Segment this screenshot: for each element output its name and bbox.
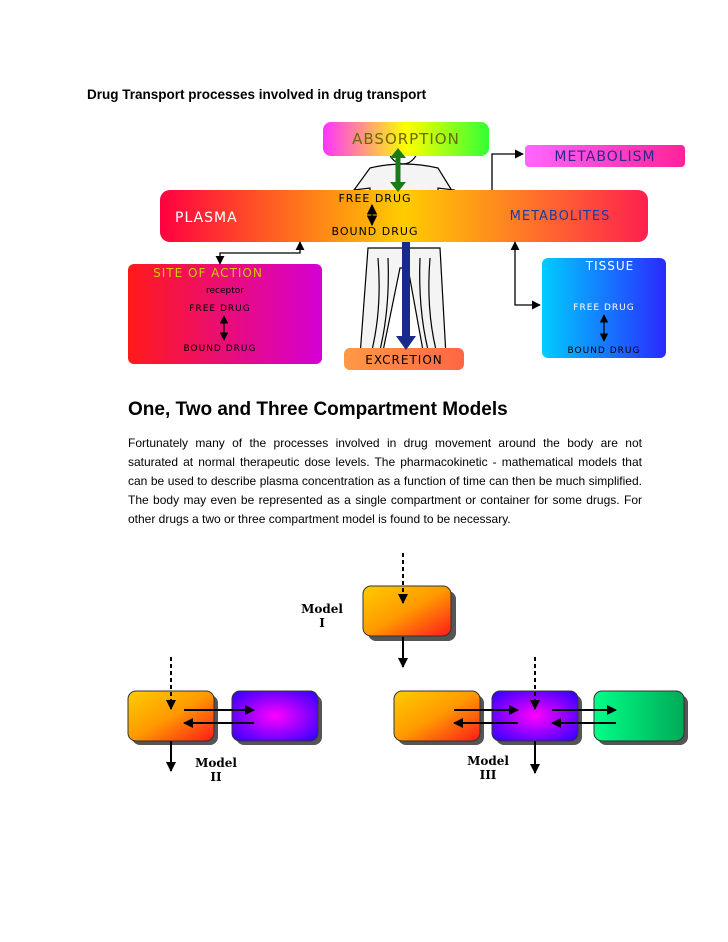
model-1-label-line1: Model bbox=[301, 602, 343, 616]
compartment-models-diagram: Model I Model II Model III bbox=[127, 553, 688, 784]
drug-transport-diagram: ABSORPTION METABOLISM PLASMA METABOLITES… bbox=[128, 122, 685, 370]
plasma-bound-drug-label: BOUND DRUG bbox=[332, 225, 419, 238]
tissue-box bbox=[542, 258, 666, 358]
metabolism-arrow bbox=[491, 149, 524, 190]
model-1-label-line2: I bbox=[319, 616, 325, 630]
model-2-label-line1: Model bbox=[195, 756, 237, 770]
section-heading: One, Two and Three Compartment Models bbox=[128, 399, 508, 420]
model-2-peripheral-compartment bbox=[231, 690, 319, 742]
tissue-arrow bbox=[510, 241, 541, 310]
model-3-label-line1: Model bbox=[467, 754, 509, 768]
model-3-peripheral-compartment-left bbox=[393, 690, 481, 742]
site-of-action-receptor-label: receptor bbox=[206, 286, 244, 296]
body-paragraph: Fortunately many of the processes involv… bbox=[128, 436, 642, 526]
site-of-action-box bbox=[128, 264, 322, 364]
plasma-free-drug-label: FREE DRUG bbox=[338, 192, 411, 205]
tissue-title: TISSUE bbox=[585, 259, 634, 273]
excretion-arrow-head bbox=[396, 336, 416, 350]
absorption-arrow-head-up bbox=[390, 148, 406, 158]
excretion-label: EXCRETION bbox=[365, 353, 443, 367]
model-3-central-compartment bbox=[491, 690, 579, 742]
site-of-action-arrow bbox=[215, 241, 305, 265]
tissue-free-drug-label: FREE DRUG bbox=[573, 303, 634, 313]
site-of-action-bound-drug-label: BOUND DRUG bbox=[184, 344, 257, 354]
site-of-action-free-drug-label: FREE DRUG bbox=[189, 304, 250, 314]
model-3-label-line2: III bbox=[480, 768, 497, 782]
plasma-box bbox=[160, 190, 648, 242]
absorption-label: ABSORPTION bbox=[352, 130, 460, 148]
model-1-central-compartment bbox=[362, 585, 452, 637]
model-2: Model II bbox=[127, 657, 322, 784]
model-3: Model III bbox=[393, 657, 688, 782]
tissue-bound-drug-label: BOUND DRUG bbox=[568, 346, 641, 356]
metabolism-label: METABOLISM bbox=[554, 149, 655, 165]
model-3-peripheral-compartment-right bbox=[593, 690, 685, 742]
document-title: Drug Transport processes involved in dru… bbox=[87, 87, 427, 102]
absorption-box bbox=[323, 122, 489, 156]
excretion-box bbox=[344, 348, 464, 370]
model-2-label-line2: II bbox=[210, 770, 222, 784]
metabolism-box bbox=[525, 145, 685, 167]
absorption-arrow-head-down bbox=[390, 182, 406, 192]
model-2-central-compartment bbox=[127, 690, 215, 742]
model-1: Model I bbox=[301, 553, 456, 668]
site-of-action-title: SITE OF ACTION bbox=[153, 266, 263, 280]
metabolites-label: METABOLITES bbox=[510, 209, 611, 224]
plasma-label: PLASMA bbox=[175, 210, 238, 226]
